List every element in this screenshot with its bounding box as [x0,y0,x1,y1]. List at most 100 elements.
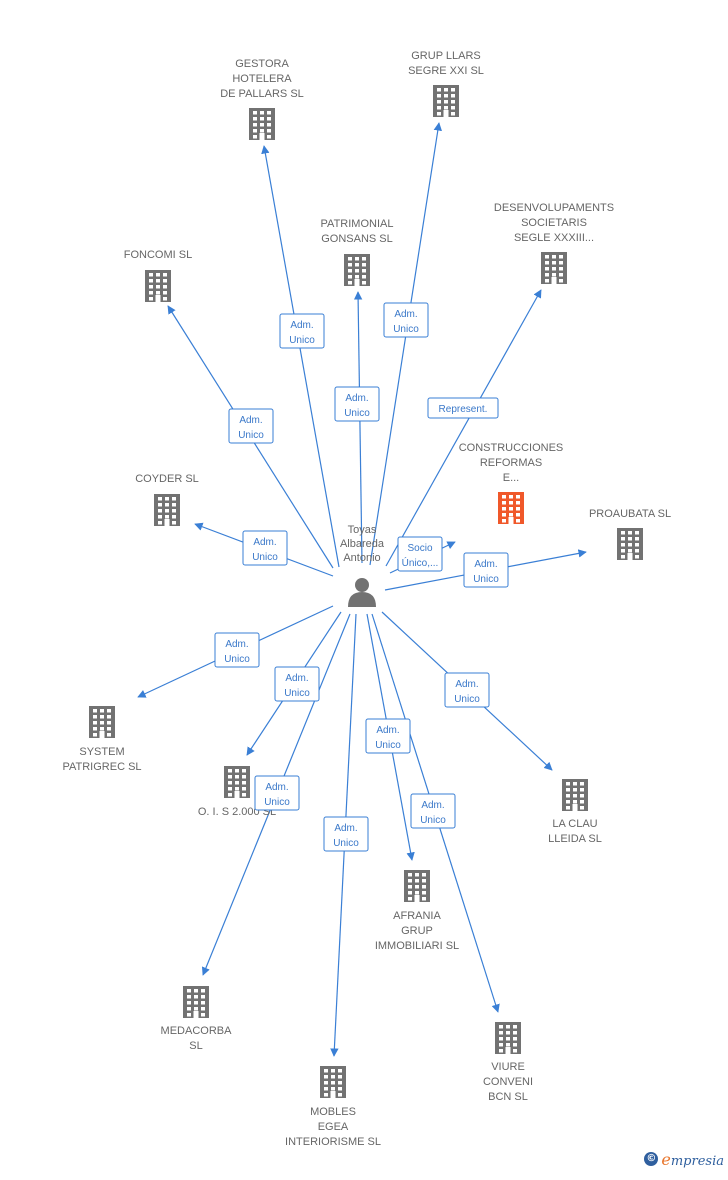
edge-label-box [254,775,300,811]
building-icon[interactable] [154,494,180,526]
edge-label-patrimonial[interactable]: Adm.Unico [334,386,380,422]
company-node-foncomi[interactable]: FONCOMI SL [124,249,192,302]
edge-label-box [242,530,288,566]
edge-role-line: Adm. [394,309,417,320]
edge-role-line: Unico [393,324,419,335]
edge-label-box [228,408,274,444]
edge-role-line: Unico [454,694,480,705]
edge-role-line: Adm. [285,673,308,684]
company-name-line: MOBLES [310,1106,356,1118]
building-icon[interactable] [498,492,524,524]
company-name-line: LA CLAU [552,818,597,830]
edge-label-box [444,672,490,708]
company-name-line: IMMOBILIARI SL [375,940,459,952]
edge-role-line: Adm. [253,537,276,548]
building-icon[interactable] [541,252,567,284]
company-node-viure[interactable]: VIURE CONVENI BCN SL [483,1022,533,1103]
edge-label-box [463,552,509,588]
edge-role-line: Unico [284,688,310,699]
building-icon[interactable] [617,528,643,560]
edge-label-gestora[interactable]: Adm. Unico [279,313,325,349]
building-icon[interactable] [183,986,209,1018]
company-name-line: INTERIORISME SL [285,1136,381,1148]
building-icon[interactable] [320,1066,346,1098]
company-node-medacorba[interactable]: MEDACORBA SL [161,986,233,1052]
edge-label-system[interactable]: Adm.Unico [214,632,260,668]
company-name-line: SYSTEM [79,746,124,758]
building-icon[interactable] [433,85,459,117]
edge-role-line: Unico [289,335,315,346]
company-node-coyder[interactable]: COYDER SL [135,473,199,526]
edge-label-box [365,718,411,754]
company-name-line: E... [503,472,520,484]
building-icon[interactable] [89,706,115,738]
person-icon[interactable] [348,578,376,607]
company-name-line: PATRIMONIAL [321,218,394,230]
edge-label-mobles[interactable]: Adm.Unico [323,816,369,852]
edge-label-construcciones[interactable]: SocioÚnico,... [397,536,443,572]
company-name-line: REFORMAS [480,457,542,469]
empresia-brand[interactable]: © empresia [644,1150,724,1169]
company-name-line: DE PALLARS SL [220,88,304,100]
building-icon[interactable] [404,870,430,902]
edge-role-line: Único,... [402,556,439,569]
edge-label-afrania[interactable]: Adm. Unico [365,718,411,754]
person-name-line: Antonio [343,552,380,564]
edge-role-line: Unico [375,740,401,751]
company-name-line: SEGRE XXI SL [408,65,484,77]
building-icon[interactable] [344,254,370,286]
edge-role-line: Unico [333,838,359,849]
company-name-line: MEDACORBA [161,1025,233,1037]
company-name-line: SL [189,1040,202,1052]
edge-label-foncomi[interactable]: Adm.Unico [228,408,274,444]
edge-label-coyder[interactable]: Adm. Unico [242,530,288,566]
company-name-line: VIURE [491,1061,525,1073]
company-name-line: COYDER SL [135,473,199,485]
company-node-construcciones[interactable]: CONSTRUCCIONESREFORMASE... [459,442,564,524]
edge-label-box [410,793,456,829]
edge-label-medacorba[interactable]: Adm.Unico [254,775,300,811]
edge-label-laclau[interactable]: Adm.Unico [444,672,490,708]
edge-role-line: Unico [473,574,499,585]
edge-role-line: Adm. [290,320,313,331]
building-icon[interactable] [562,779,588,811]
company-node-mobles[interactable]: MOBLES EGEA INTERIORISME SL [285,1066,381,1148]
edge-label-ois[interactable]: Adm. Unico [274,666,320,702]
edge-label-box [274,666,320,702]
edge-label-box [427,397,499,419]
person-name-line: Toyas [348,524,377,536]
edge-label-viure[interactable]: Adm.Unico [410,793,456,829]
company-name-line: BCN SL [488,1091,528,1103]
edge-label-box [323,816,369,852]
building-icon[interactable] [224,766,250,798]
edge-role-line: Represent. [439,404,488,415]
edge-role-line: Unico [252,552,278,563]
edge-label-box [279,313,325,349]
edge-label-box [334,386,380,422]
company-name-line: SOCIETARIS [521,217,587,229]
edge-role-line: Unico [238,430,264,441]
building-icon[interactable] [145,270,171,302]
edge-role-line: Unico [344,408,370,419]
edge-label-proaubata[interactable]: Adm.Unico [463,552,509,588]
company-name-line: EGEA [318,1121,349,1133]
building-icon[interactable] [249,108,275,140]
company-name-line: CONVENI [483,1076,533,1088]
building-icon[interactable] [495,1022,521,1054]
edge-label-grupllars[interactable]: Adm. Unico [383,302,429,338]
company-node-proaubata[interactable]: PROAUBATA SL [589,508,671,560]
edge-role-line: Adm. [376,725,399,736]
company-name-line: GESTORA [235,58,289,70]
edge-label-desenvolupaments[interactable]: Represent. [427,397,499,419]
